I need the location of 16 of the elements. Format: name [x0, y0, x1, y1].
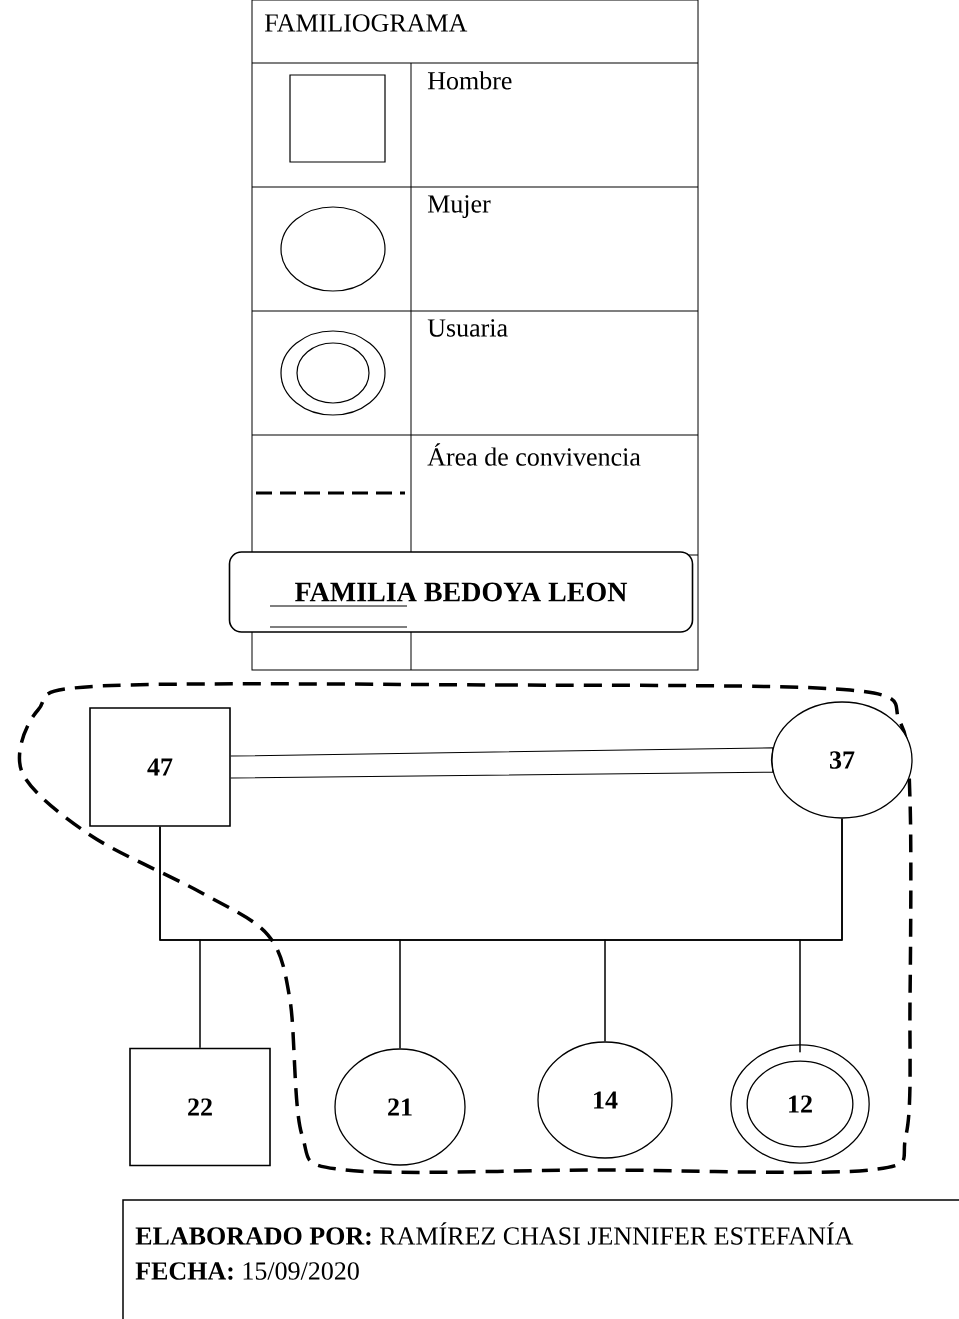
- footer-text: FECHA: 15/09/2020: [135, 1262, 359, 1280]
- legend-text: Usuaria: [427, 319, 508, 337]
- square-node: 22: [129, 1047, 271, 1167]
- connector-line: [799, 818, 843, 1053]
- square-node: 47: [89, 707, 231, 827]
- table-title: FAMILIOGRAMA: [264, 14, 468, 32]
- double-line: [230, 747, 774, 779]
- legend-text: Área de convivencia: [427, 443, 641, 466]
- legend-text: Hombre: [427, 71, 512, 90]
- circle-node: 37: [771, 701, 913, 819]
- footer-text: ELABORADO POR: RAMÍREZ CHASI JENNIFER ESTEFANÍA: [135, 1222, 854, 1245]
- double-circle-node: 12: [730, 1044, 870, 1164]
- legend-text: Mujer: [427, 195, 491, 218]
- circle-node: 14: [537, 1041, 673, 1159]
- family-name-box: FAMILIA BEDOYA LEON: [228, 551, 694, 633]
- circle-node: 21: [334, 1048, 466, 1166]
